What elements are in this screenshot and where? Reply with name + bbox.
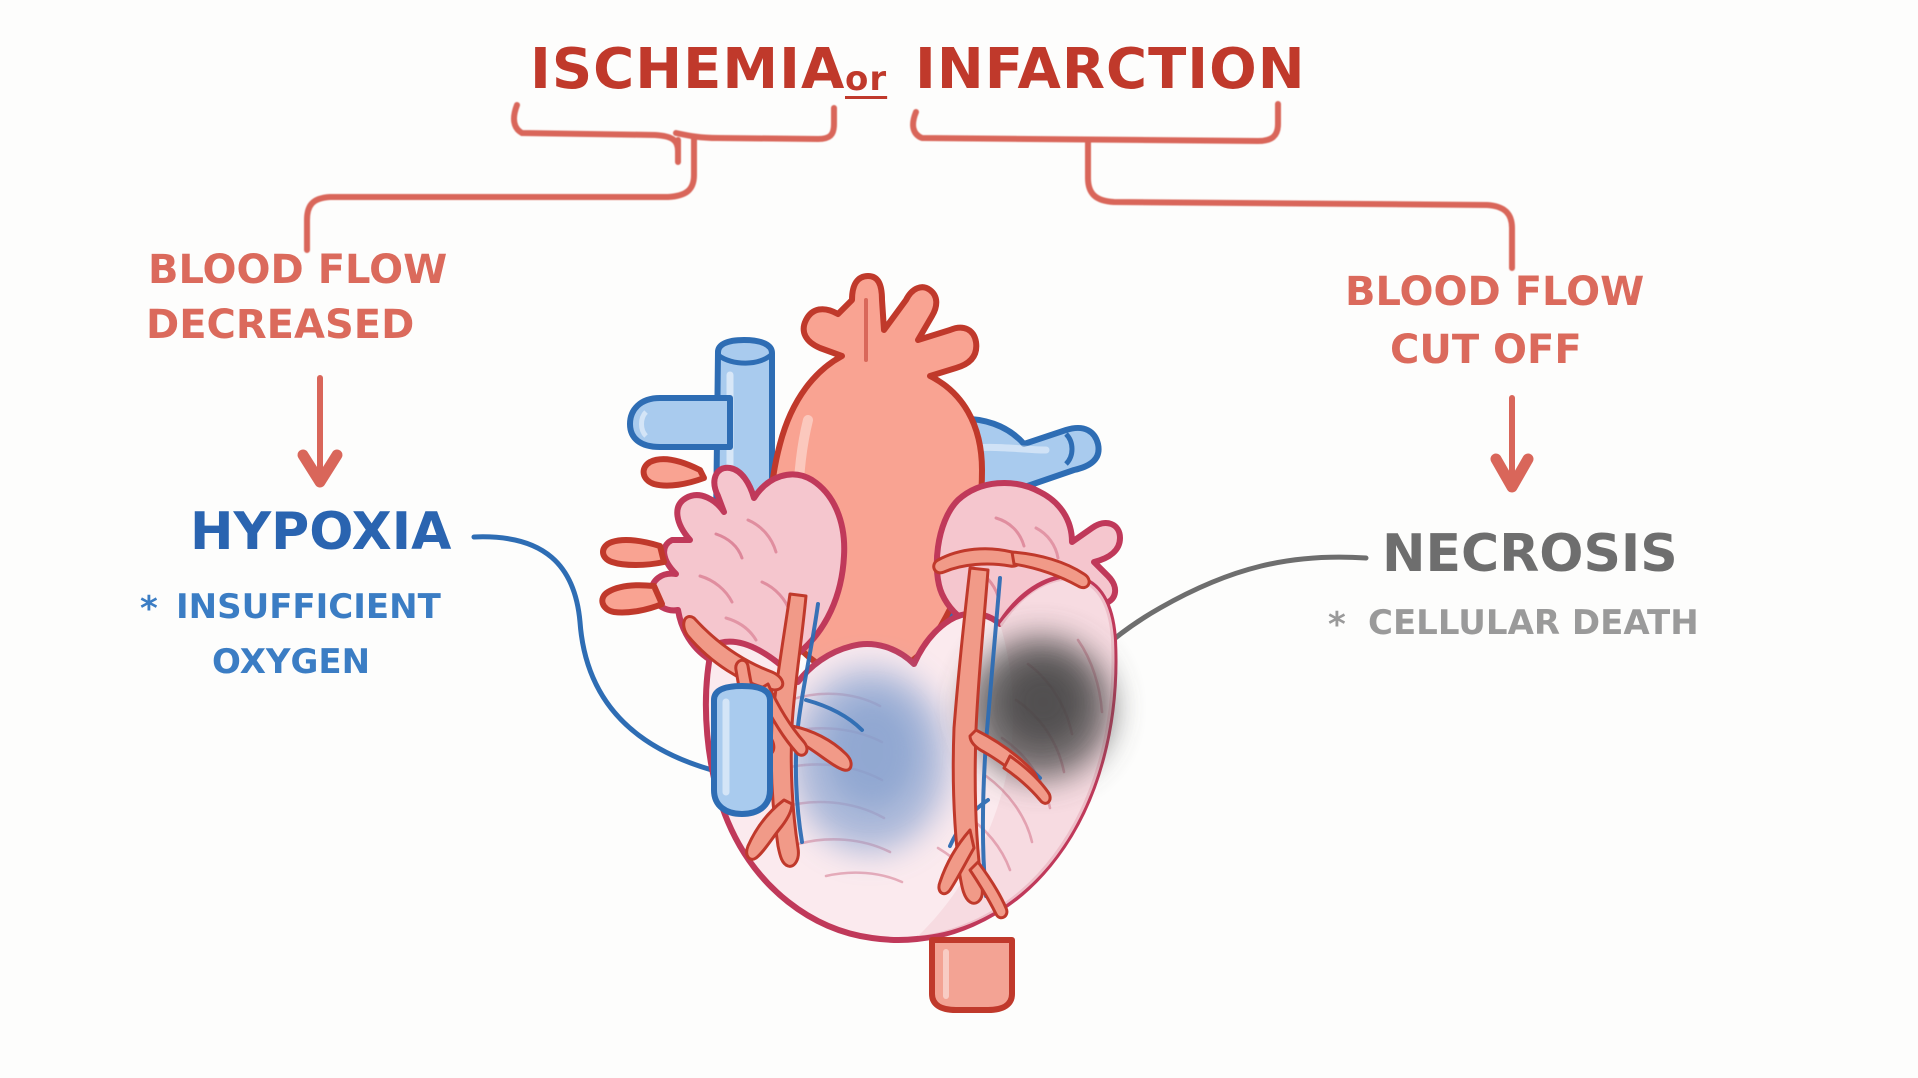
ischemia-detail-line2: OXYGEN <box>212 642 371 682</box>
infarction-detail-line1: CELLULAR DEATH <box>1368 603 1699 643</box>
vena-stub-lower <box>599 582 665 616</box>
ischemia-detail-bullet: * <box>140 589 158 629</box>
descending-aorta-stub <box>929 937 1015 1013</box>
bracket-infarction <box>910 101 1515 271</box>
title-ischemia: ISCHEMIA <box>530 37 846 102</box>
bracket-ischemia <box>304 102 837 253</box>
title-infarction: INFARCTION <box>915 37 1306 102</box>
coronary-arteries <box>682 547 1091 920</box>
ischemia-detail-line1: INSUFFICIENT <box>176 587 441 627</box>
infarct-region <box>968 636 1112 780</box>
ischemic-region <box>792 668 948 852</box>
vena-stub-upper <box>600 536 667 568</box>
heart-group <box>599 273 1123 1013</box>
infarction-detail-bullet: * <box>1328 605 1346 645</box>
arrow-down-left <box>297 375 343 488</box>
infarction-cause-line1: BLOOD FLOW <box>1345 269 1645 315</box>
arch-branch-stub-a <box>640 456 707 489</box>
ischemia-outcome-hypoxia: HYPOXIA <box>190 502 452 562</box>
brachiocephalic-vein-left <box>627 395 733 450</box>
infarction-outcome-necrosis: NECROSIS <box>1382 524 1678 584</box>
arrow-down-right <box>1490 395 1534 493</box>
infarction-cause-line2: CUT OFF <box>1390 327 1582 373</box>
inferior-vena-cava-stub <box>711 683 773 817</box>
title-conjunction: or <box>845 59 888 99</box>
ischemia-cause-line1: BLOOD FLOW <box>148 247 448 293</box>
ischemia-cause-line2: DECREASED <box>146 302 415 348</box>
right-atrium <box>648 464 848 674</box>
